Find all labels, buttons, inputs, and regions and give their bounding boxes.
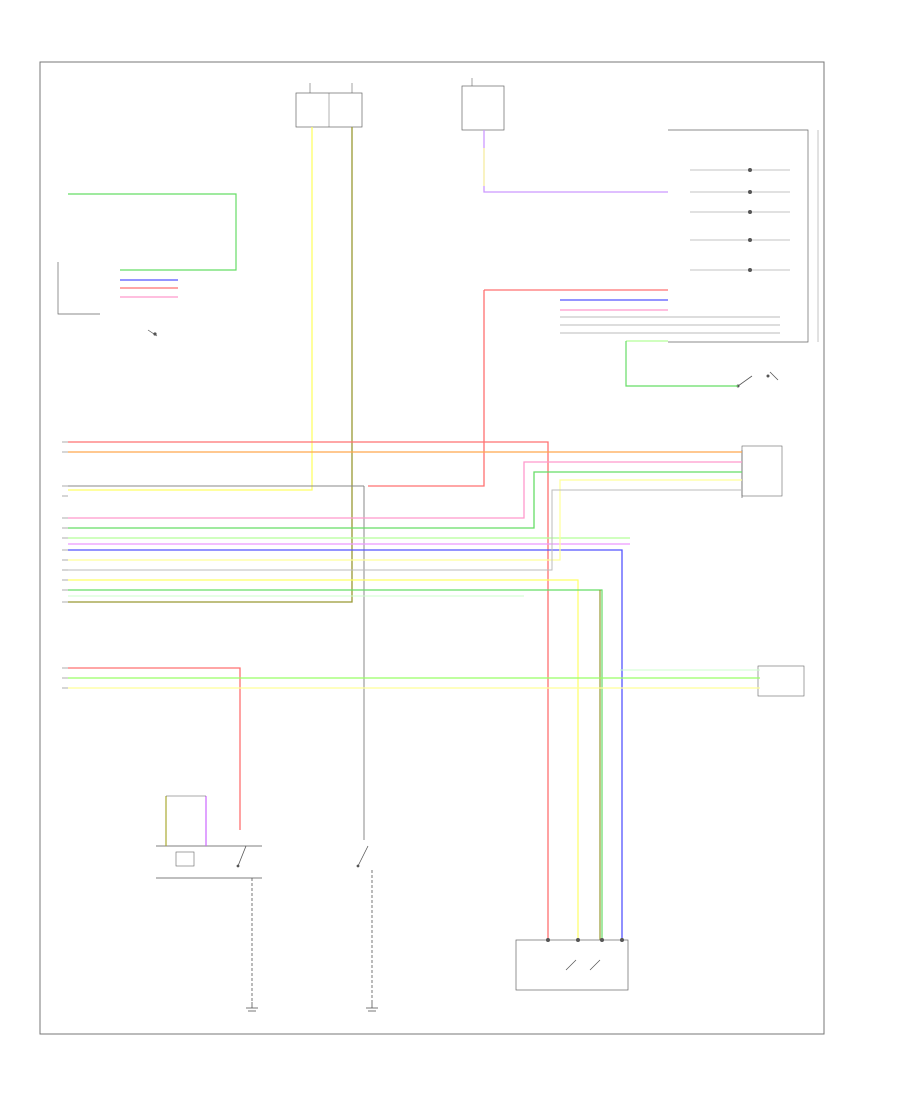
left-pin-ticks [62, 441, 68, 689]
wire-red-vertical [368, 290, 485, 487]
wire-green-bank-2 [68, 579, 579, 940]
wire-red-lower [68, 667, 241, 830]
relay-switch-left [156, 795, 262, 1002]
wire-gray-bank [68, 489, 742, 571]
wire-green-to-switch [625, 341, 738, 387]
right-top-module [668, 129, 819, 343]
right-lower-module [757, 665, 805, 697]
connector-icon [515, 938, 629, 991]
wire-olive-main [68, 127, 353, 603]
wire-yellow-bank [68, 479, 742, 561]
left-module [57, 262, 158, 337]
wire-lightgreen-bank-2 [68, 589, 603, 940]
wire-green-top-loop [68, 193, 237, 271]
wire-blue-bank [68, 549, 623, 940]
wire-violet-top [483, 130, 668, 193]
wire-red-bank [68, 441, 549, 940]
ground-icon [246, 1002, 258, 1012]
fuse-block-left [295, 83, 363, 128]
switch-center [356, 845, 373, 1002]
wire-green-bank [68, 471, 742, 529]
fuse-block-right [461, 78, 505, 131]
right-mid-switch [736, 371, 779, 388]
ground-icon [366, 1002, 378, 1012]
wire-pink-bank [68, 461, 742, 519]
wire-yellow-main [68, 127, 313, 491]
right-mid-module [741, 445, 783, 498]
diagram-frame [39, 61, 825, 1035]
